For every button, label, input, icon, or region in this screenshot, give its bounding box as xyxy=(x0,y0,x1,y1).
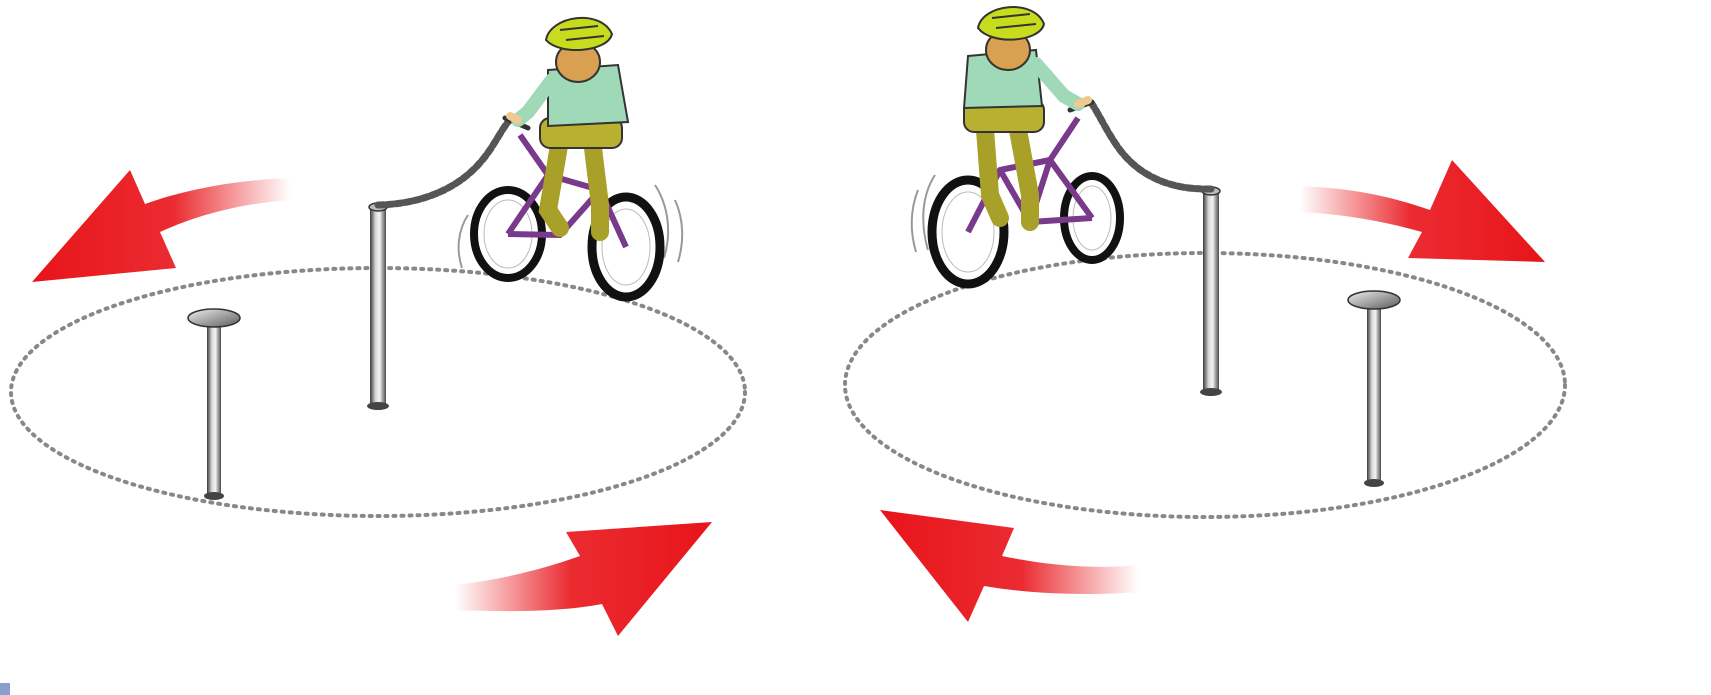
pole-icon xyxy=(1348,291,1400,487)
curved-arrow-icon xyxy=(32,170,290,282)
chain-icon xyxy=(1092,104,1211,189)
scene-left xyxy=(11,18,745,636)
scene-right xyxy=(845,7,1565,622)
cyclist-icon xyxy=(459,18,683,297)
curved-arrow-icon xyxy=(1300,160,1545,262)
pole-icon xyxy=(1200,187,1222,396)
chain-icon xyxy=(378,122,508,205)
corner-mark xyxy=(0,683,10,695)
pole-icon xyxy=(188,309,240,500)
pole-icon xyxy=(367,203,389,410)
curved-arrow-icon xyxy=(880,510,1138,622)
cyclist-icon xyxy=(912,7,1120,284)
curved-arrow-icon xyxy=(455,522,712,636)
